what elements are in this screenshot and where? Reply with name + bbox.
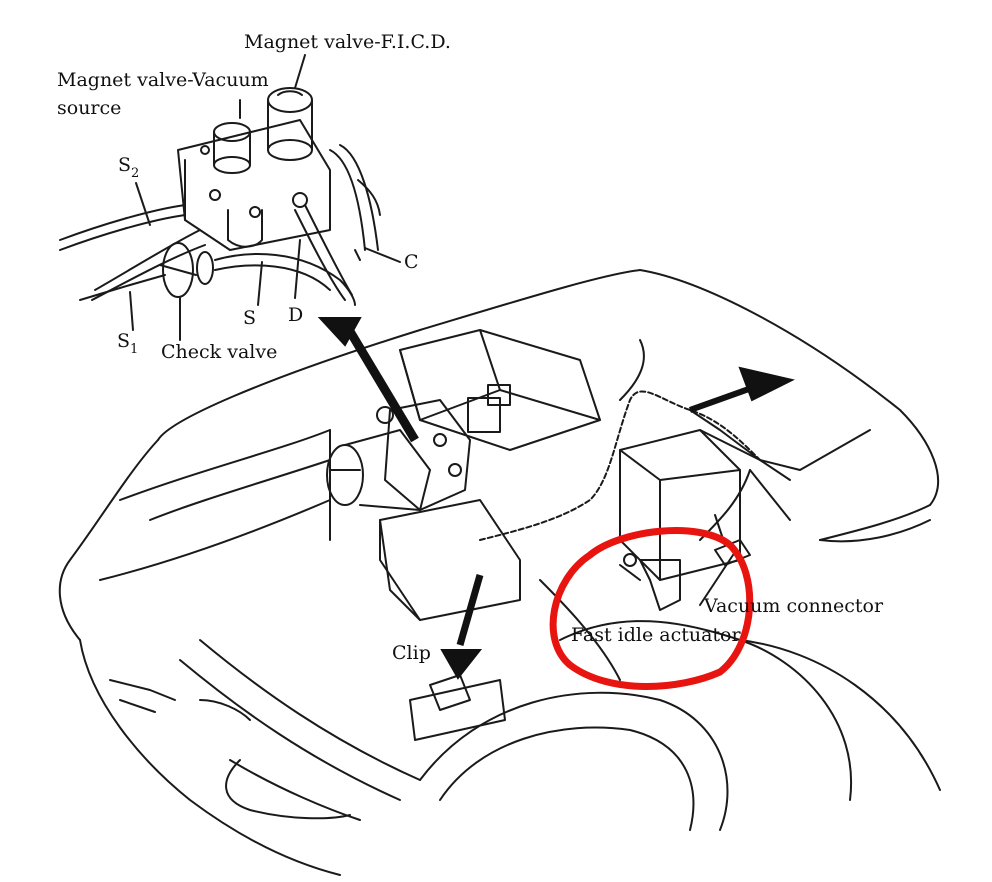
label-vacuum-connector: Vacuum connector <box>704 595 884 617</box>
label-s1-letter: S <box>117 330 131 352</box>
label-magnet-valve-ficd: Magnet valve-F.I.C.D. <box>244 31 451 53</box>
inset-valve-assembly <box>59 54 401 341</box>
label-s: S <box>243 307 257 329</box>
main-leader-lines <box>699 469 791 606</box>
label-s2-subscript: 2 <box>131 166 140 181</box>
label-d: D <box>288 304 304 326</box>
label-s2-letter: S <box>118 154 132 176</box>
label-s2: S2 <box>118 154 139 181</box>
label-magnet-valve-vacuum-source: source <box>57 97 122 119</box>
highlight-circle <box>549 527 754 690</box>
label-check-valve: Check valve <box>161 341 278 363</box>
label-fast-idle-actuator: Fast idle actuator <box>571 624 741 646</box>
callout-arrows <box>317 317 795 680</box>
label-clip: Clip <box>392 642 431 664</box>
label-s1-subscript: 1 <box>130 342 139 357</box>
label-s1: S1 <box>117 330 138 357</box>
label-magnet-valve-vacuum: Magnet valve-Vacuum <box>57 69 269 91</box>
label-c: C <box>404 251 419 273</box>
